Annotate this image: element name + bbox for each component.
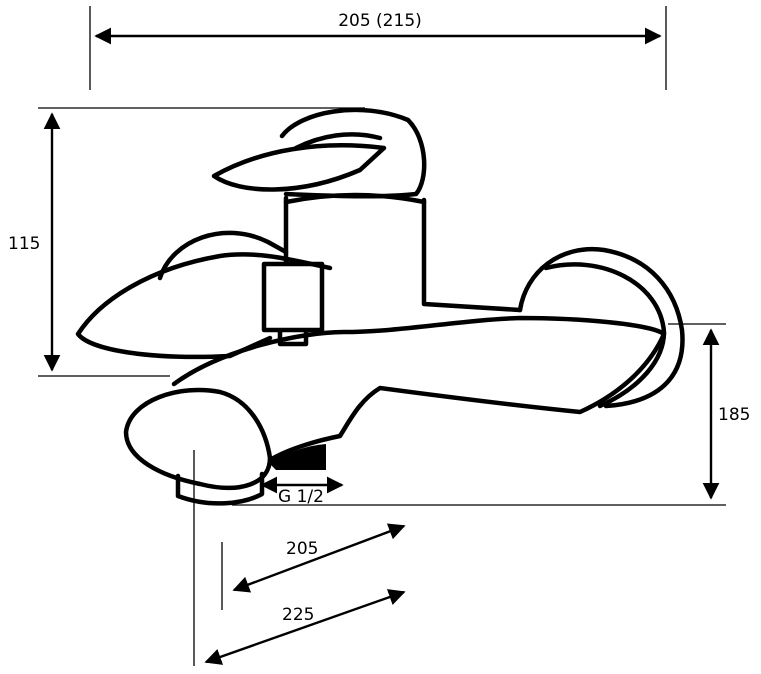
projection-dimensions: 205 225 bbox=[193, 450, 406, 666]
projection-short-arrow bbox=[232, 523, 406, 593]
left-height-label: 115 bbox=[8, 234, 40, 254]
spout-outlet bbox=[123, 387, 273, 506]
width-dimension: 205 (215) bbox=[89, 6, 667, 90]
projection-long-label: 225 bbox=[282, 605, 314, 625]
connection-dimension: G 1/2 bbox=[260, 444, 344, 507]
projection-long-arrow bbox=[204, 589, 406, 665]
spout-body bbox=[171, 315, 667, 463]
width-label: 205 (215) bbox=[338, 11, 422, 31]
left-escutcheon bbox=[157, 230, 289, 281]
connection-nut bbox=[268, 444, 326, 470]
left-arm bbox=[75, 252, 333, 360]
right-height-label: 185 bbox=[718, 405, 750, 425]
lever-handle bbox=[211, 107, 427, 199]
connection-label: G 1/2 bbox=[278, 487, 324, 507]
right-escutcheon bbox=[517, 246, 685, 409]
projection-short-label: 205 bbox=[286, 539, 318, 559]
body-column bbox=[283, 195, 523, 313]
faucet-outline bbox=[75, 107, 685, 506]
left-height-dimension: 115 bbox=[8, 107, 365, 377]
right-escutcheon-rim bbox=[543, 262, 667, 409]
right-height-dimension: 185 bbox=[232, 323, 750, 506]
